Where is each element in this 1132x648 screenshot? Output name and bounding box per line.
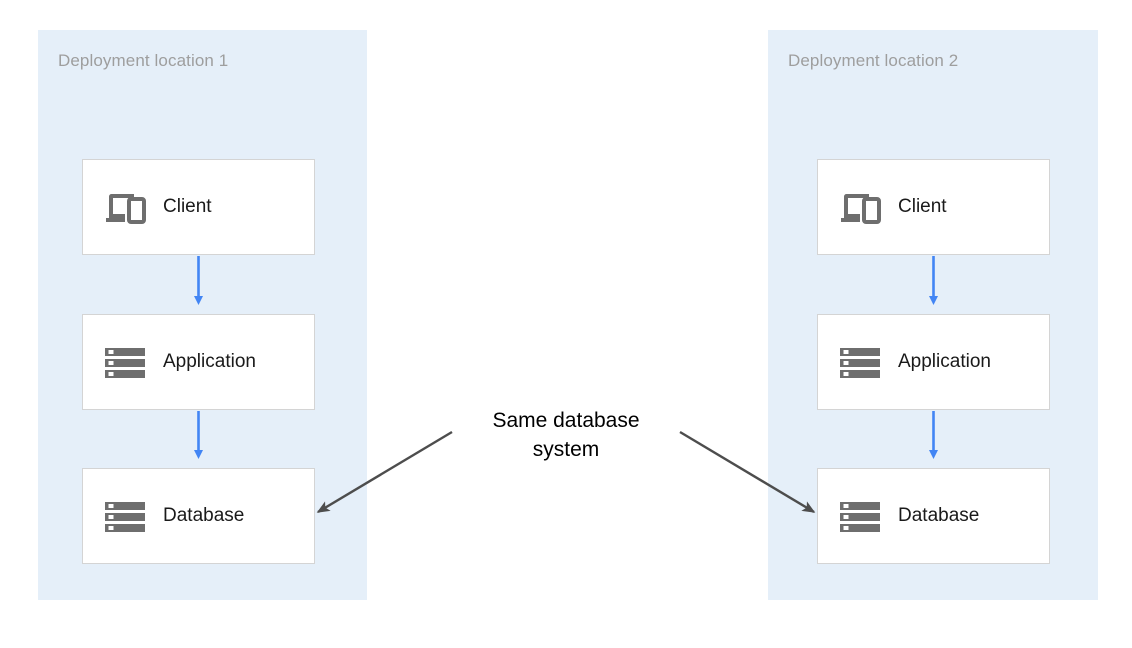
node-application-1[interactable]: Application bbox=[82, 314, 315, 410]
node-client-1[interactable]: Client bbox=[82, 159, 315, 255]
annotation-line-1: Same database bbox=[492, 409, 640, 432]
node-application-2-label: Application bbox=[898, 351, 991, 372]
node-client-1-label: Client bbox=[163, 196, 212, 217]
zone-2-label: Deployment location 2 bbox=[788, 51, 959, 70]
node-database-1-label: Database bbox=[163, 505, 245, 526]
server-stack-icon bbox=[838, 339, 884, 385]
devices-icon bbox=[103, 184, 149, 230]
server-stack-icon bbox=[103, 493, 149, 539]
annotation-same-database-system: Same database system bbox=[446, 406, 686, 464]
node-database-2[interactable]: Database bbox=[817, 468, 1050, 564]
node-application-1-label: Application bbox=[163, 351, 256, 372]
annotation-line-2: system bbox=[532, 438, 600, 461]
node-client-2[interactable]: Client bbox=[817, 159, 1050, 255]
devices-icon bbox=[838, 184, 884, 230]
server-stack-icon bbox=[103, 339, 149, 385]
zone-1-label: Deployment location 1 bbox=[58, 51, 229, 70]
node-database-1[interactable]: Database bbox=[82, 468, 315, 564]
node-application-2[interactable]: Application bbox=[817, 314, 1050, 410]
server-stack-icon bbox=[838, 493, 884, 539]
node-database-2-label: Database bbox=[898, 505, 980, 526]
node-client-2-label: Client bbox=[898, 196, 947, 217]
